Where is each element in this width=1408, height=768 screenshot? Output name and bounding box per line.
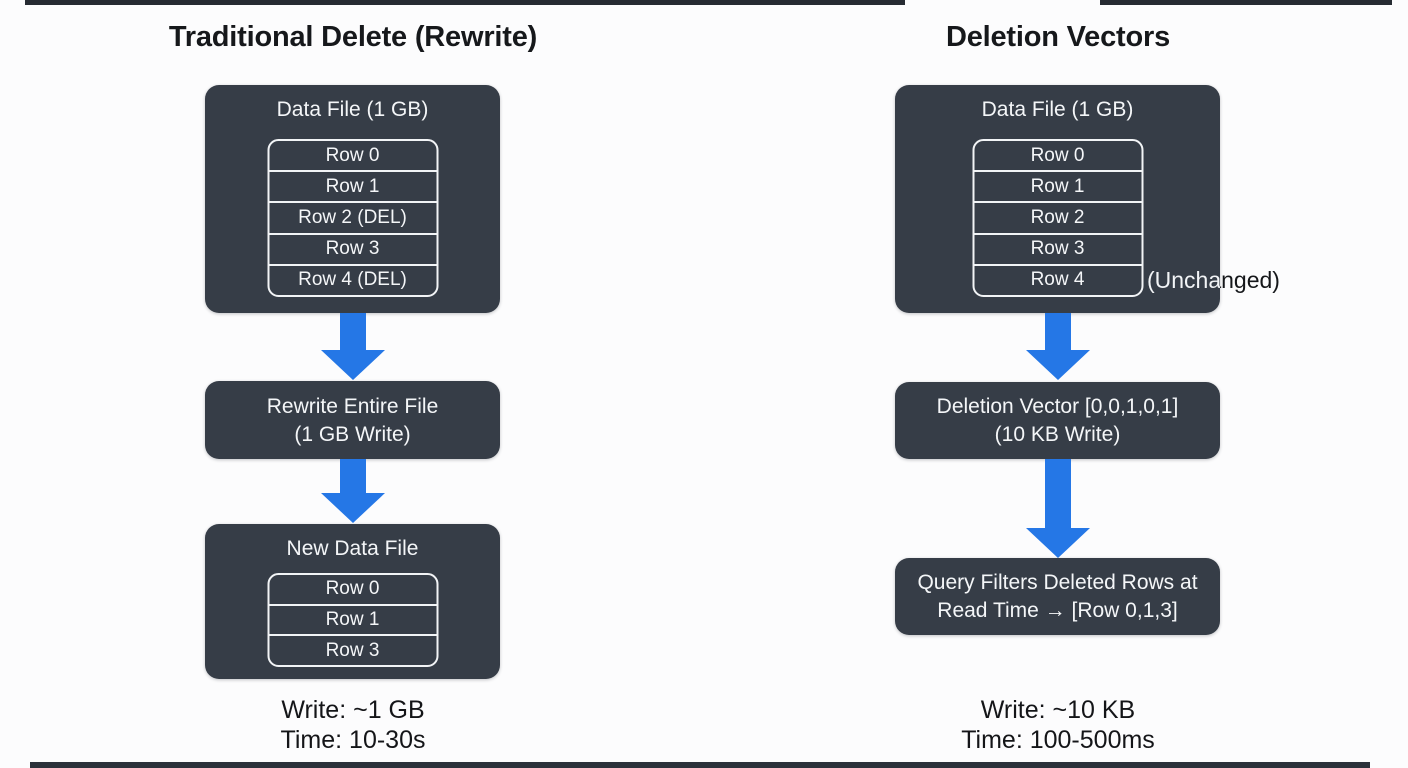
down-arrow-icon: [321, 459, 385, 523]
box-text-line: Rewrite Entire File: [266, 394, 439, 418]
table-row: Row 4: [974, 263, 1141, 295]
table-row: Row 3: [269, 634, 436, 665]
left-data-file-box: Data File (1 GB) Row 0 Row 1 Row 2 (DEL)…: [205, 85, 500, 313]
right-stats: Write: ~10 KB Time: 100-500ms: [858, 695, 1258, 755]
box-text-line: Query Filters Deleted Rows at: [917, 571, 1198, 594]
table-row: Row 1: [269, 603, 436, 635]
left-column-title: Traditional Delete (Rewrite): [168, 21, 538, 53]
row-table: Row 0 Row 1 Row 2 Row 3 Row 4: [972, 139, 1143, 297]
table-row: Row 0: [1030, 144, 1085, 166]
left-rewrite-box: Rewrite Entire File (1 GB Write): [205, 381, 500, 459]
bottom-edge-strip: [30, 762, 1370, 768]
table-row: Row 3: [974, 232, 1141, 264]
query-filter-box: Query Filters Deleted Rows at Read Time …: [895, 558, 1220, 635]
down-arrow-icon: [321, 313, 385, 380]
left-stats: Write: ~1 GB Time: 10-30s: [153, 695, 553, 755]
down-arrow-icon: [1026, 459, 1090, 558]
table-row: Row 4 (DEL): [269, 263, 436, 295]
deletion-vector-box: Deletion Vector [0,0,1,0,1] (10 KB Write…: [895, 382, 1220, 459]
right-column-title: Deletion Vectors: [945, 21, 1171, 53]
row-table: Row 0 Row 1 Row 2 (DEL) Row 3 Row 4 (DEL…: [267, 139, 438, 297]
unchanged-annotation: (Unchanged): [1220, 267, 1280, 294]
table-row: Row 3: [269, 232, 436, 264]
box-text-line: (1 GB Write): [294, 422, 411, 446]
right-data-file-box: Data File (1 GB) Row 0 Row 1 Row 2 Row 3…: [895, 85, 1220, 313]
box-text-line: Deletion Vector [0,0,1,0,1]: [936, 395, 1179, 418]
box-title: New Data File: [286, 537, 419, 560]
table-row: Row 0: [325, 144, 380, 166]
box-title: Data File (1 GB): [276, 98, 429, 121]
time-stat: Time: 10-30s: [280, 726, 426, 754]
table-row: Row 2: [974, 201, 1141, 232]
top-edge-strip-left: [25, 0, 905, 5]
table-row: Row 0: [325, 578, 380, 600]
top-edge-strip-right: [1100, 0, 1392, 5]
left-new-data-file-box: New Data File Row 0 Row 1 Row 3: [205, 524, 500, 679]
box-text-line: (10 KB Write): [994, 423, 1121, 446]
write-stat: Write: ~10 KB: [980, 696, 1136, 724]
down-arrow-icon: [1026, 313, 1090, 380]
box-text-line: Read Time → [Row 0,1,3]: [937, 599, 1178, 622]
table-row: Row 1: [269, 170, 436, 201]
table-row: Row 1: [974, 170, 1141, 201]
row-table: Row 0 Row 1 Row 3: [267, 573, 438, 667]
table-row: Row 2 (DEL): [269, 201, 436, 232]
write-stat: Write: ~1 GB: [281, 696, 425, 724]
box-title: Data File (1 GB): [981, 98, 1134, 121]
time-stat: Time: 100-500ms: [961, 726, 1155, 754]
